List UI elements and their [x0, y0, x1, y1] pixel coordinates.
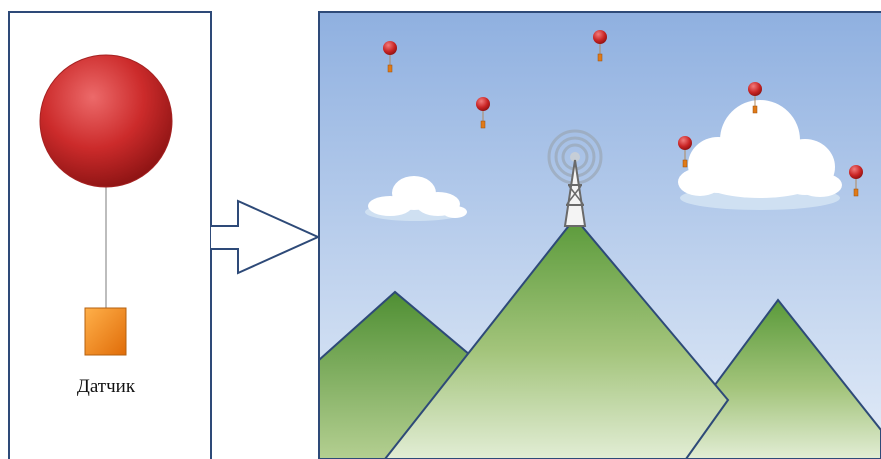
right-arrow-icon — [211, 201, 318, 273]
legend-panel: Датчик — [9, 12, 211, 459]
sensor-label: Датчик — [77, 376, 136, 397]
red-balloon-icon — [40, 55, 172, 187]
mountain-scene — [319, 12, 881, 459]
orange-square-sensor-icon — [85, 308, 126, 355]
